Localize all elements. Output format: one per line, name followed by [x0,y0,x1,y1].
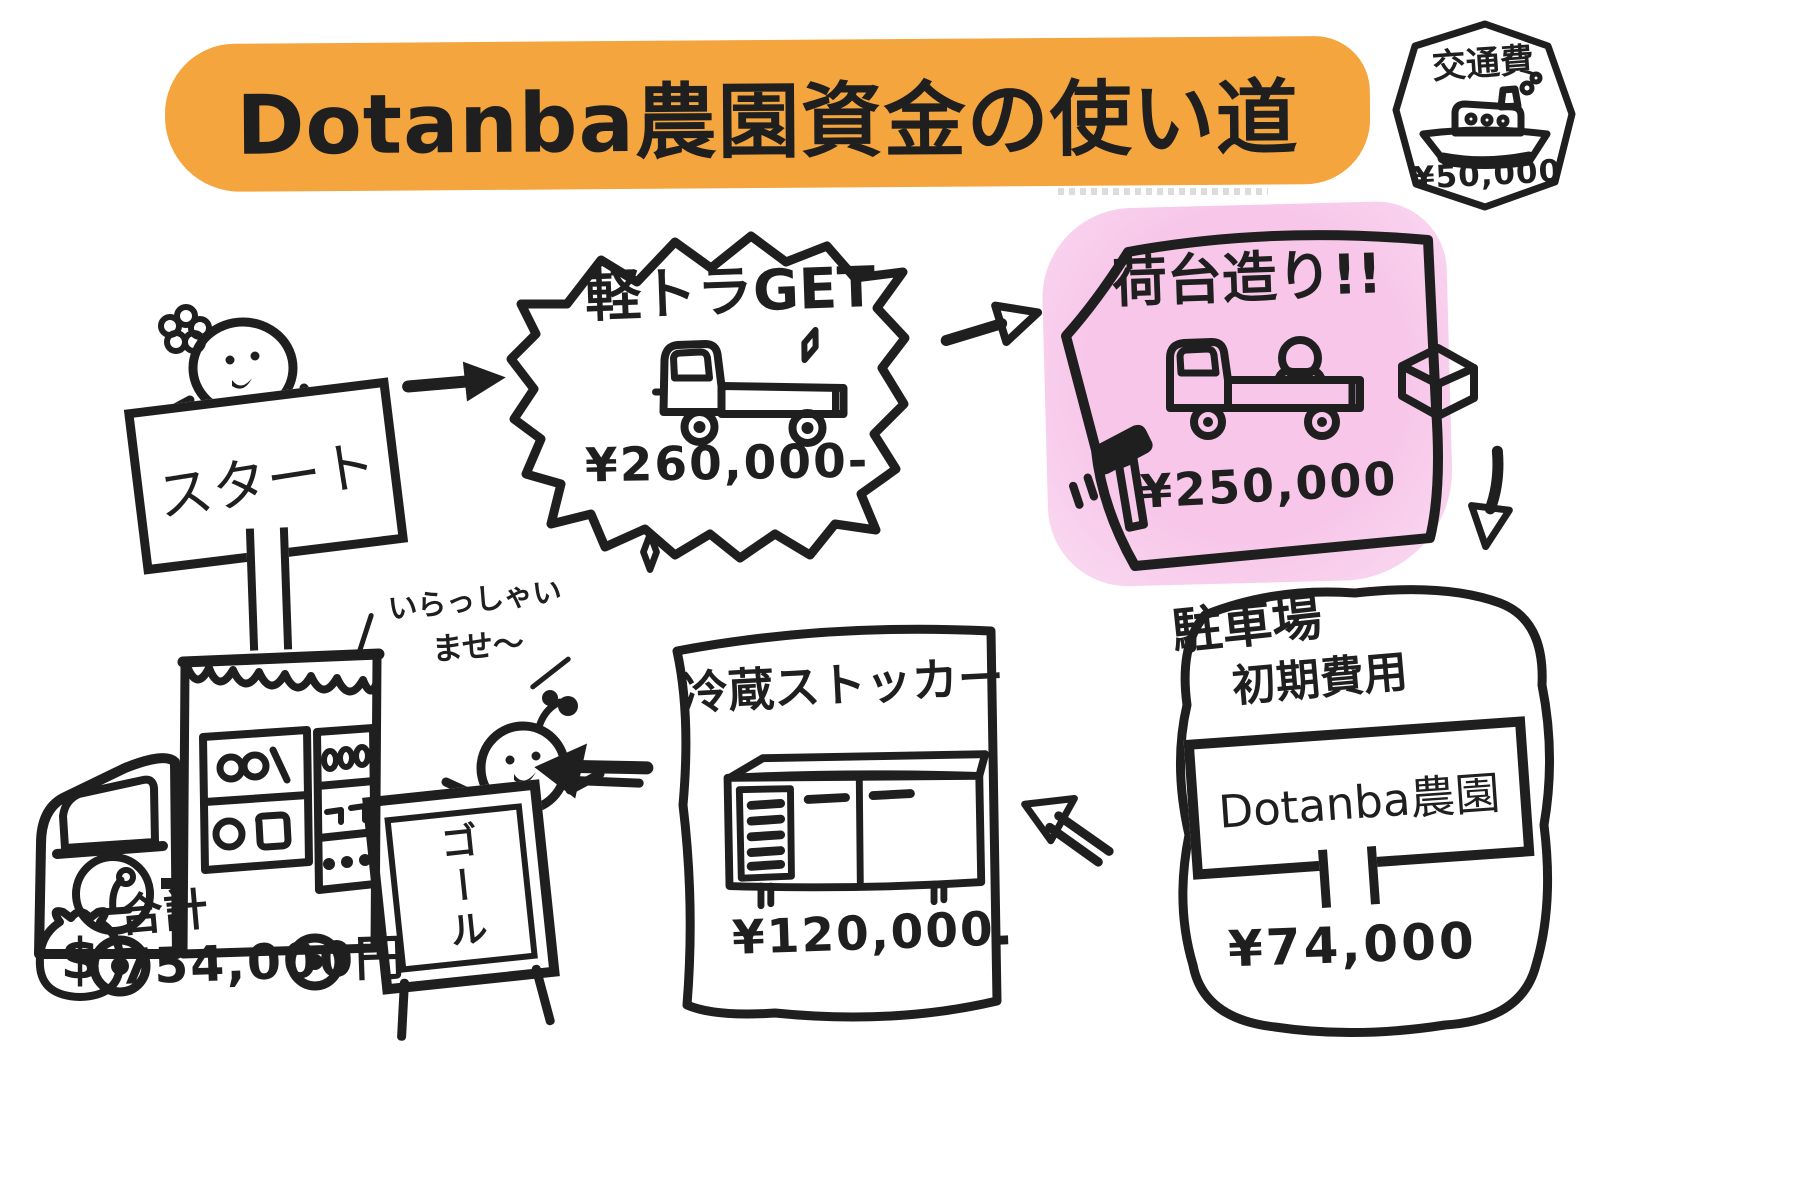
fridge-frame [672,624,1002,1022]
fridge-amount: ¥120,000. [731,901,1016,966]
farm-sign-text: Dotanba農園 [1216,765,1502,839]
transport-amount: ¥50,000 [1412,153,1563,197]
page-title: Dotanba農園資金の使い道 [236,70,1300,174]
arrow-start-to-truck-icon [402,361,506,402]
table-leg [530,963,556,1027]
arrow-bed-to-parking-icon [1468,445,1513,551]
transport-label: 交通費 [1430,40,1536,88]
truck-bed-person-icon [1166,336,1364,440]
goal-greeting-line2: ませ〜 [430,625,526,669]
faint-watermark-scribble [1058,188,1268,195]
arrow-truck-to-bed-icon [940,301,1043,347]
parking-amount: ¥74,000 [1227,911,1478,979]
keitruck-label: 軽トラGET [583,254,877,331]
keitruck-amount: ¥260,000- [584,433,870,494]
spiky-bubble-frame [506,231,910,563]
total-label: 合計 [115,882,211,943]
cargo-bed-label: 荷台造り!! [1110,241,1384,315]
boat-icon [1419,71,1551,169]
transport-cost-badge: 交通費 ¥50,000 [1385,16,1585,216]
emphasis-tick [529,655,572,691]
goal-sign-inner: ゴール [384,803,538,973]
kei-truck-icon [652,340,848,447]
parking-frame [1176,585,1554,1038]
box-icon [1398,344,1478,420]
goal-greeting-line1: いらっしゃい [386,574,564,627]
money-bag-icon: $ [35,907,125,1001]
dollar-symbol: $ [61,927,100,992]
sparkle-icon [801,326,819,364]
arrow-parking-to-fridge-icon [1021,794,1114,867]
sparkle-icon [640,531,660,573]
heptagon-frame-icon [1392,20,1576,211]
goal-sign-text: ゴール [431,820,490,956]
farm-sign-post [1318,846,1380,908]
total-amount: 754,000円 [117,928,408,997]
fridge-stocker-icon [723,750,990,910]
table-leg [396,978,410,1041]
hammer-icon [1069,424,1153,532]
start-label: スタート [153,432,381,530]
cargo-bed-frame [1061,230,1443,571]
page-title-highlight: Dotanba農園資金の使い道 [164,35,1371,193]
